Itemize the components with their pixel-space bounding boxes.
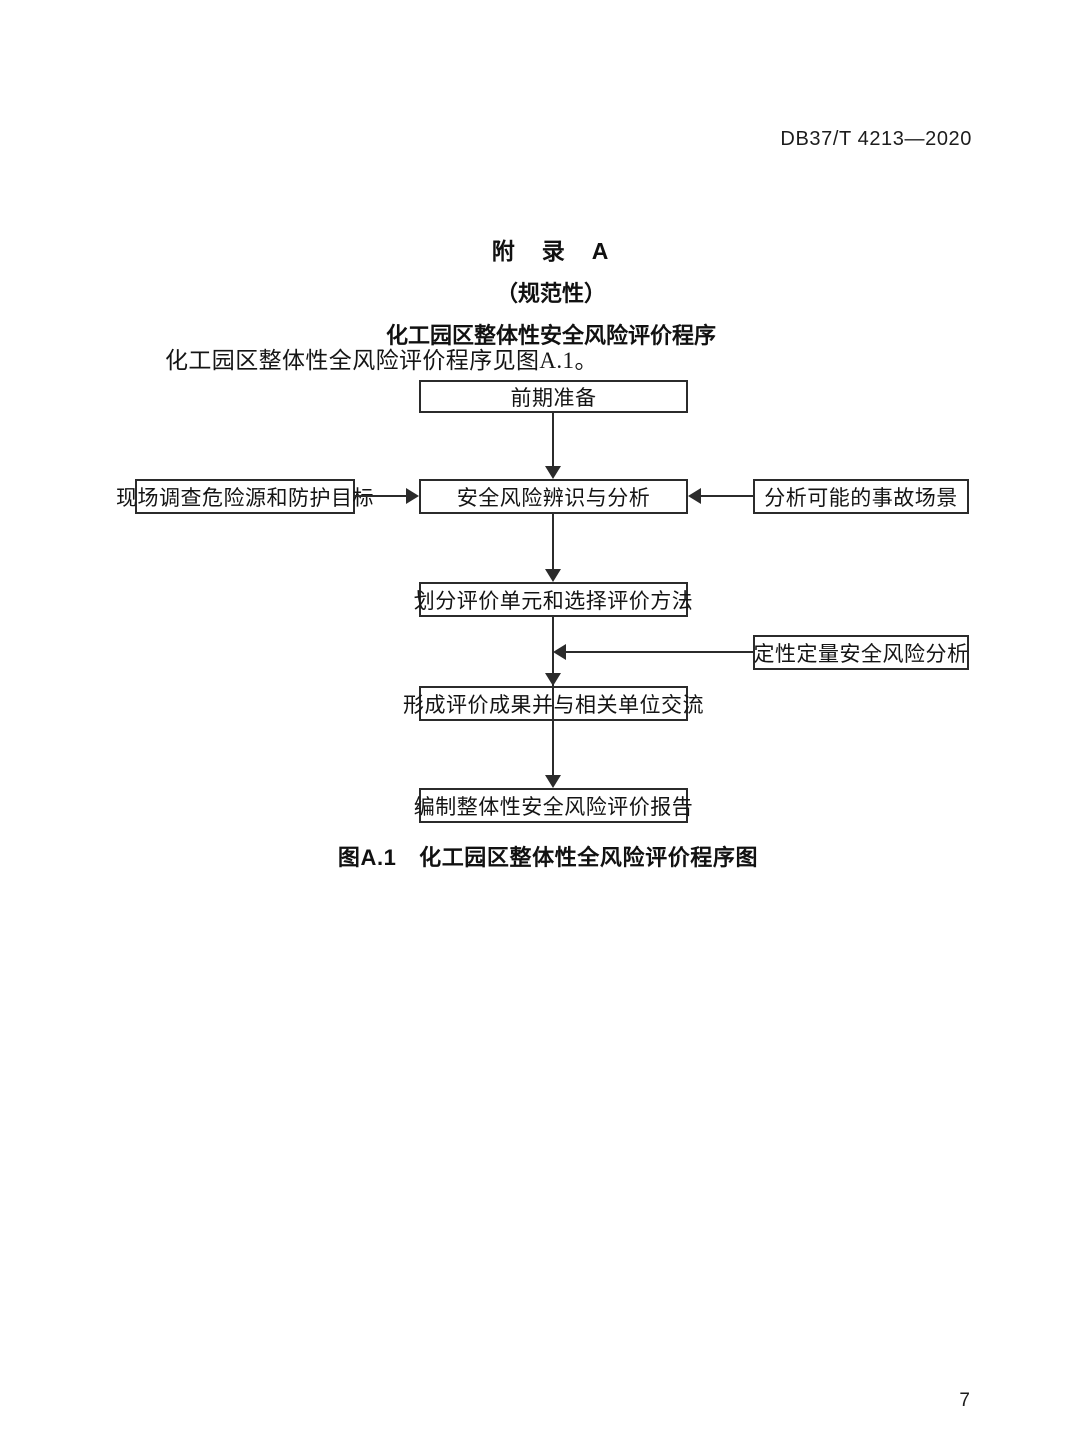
flow-node-site-survey: 现场调查危险源和防护目标 (116, 479, 374, 514)
flow-node-accident-scenario: 分析可能的事故场景 (753, 479, 969, 514)
page-number: 7 (959, 1390, 970, 1411)
flow-node-preparation: 前期准备 (419, 380, 688, 413)
flow-node-unit-method: 划分评价单元和选择评价方法 (414, 582, 693, 617)
flow-node-risk-identification: 安全风险辨识与分析 (419, 479, 688, 514)
connector-result-to-report (552, 721, 554, 775)
flow-node-qualitative-quantitative: 定性定量安全风险分析 (753, 635, 969, 670)
annex-kind: （规范性） (495, 281, 606, 306)
arrow-down-icon-result (545, 673, 561, 686)
connector-preparation-to-identification (552, 413, 554, 466)
connector-identification-to-unit (552, 514, 554, 569)
connector-quantitative-to-main (566, 651, 753, 653)
annex-label: 附 录 A (491, 238, 611, 264)
connector-scenario-to-identification (701, 495, 753, 497)
document-header-standard-id: DB37/T 4213—2020 (780, 128, 972, 150)
arrow-down-icon-preparation (545, 466, 561, 479)
arrow-right-icon-survey (406, 488, 419, 504)
connector-unit-to-result (552, 617, 554, 773)
connector-survey-to-identification (355, 495, 406, 497)
annex-title: 化工园区整体性安全风险评价程序 (385, 323, 716, 348)
arrow-left-icon-quantitative (553, 644, 566, 660)
annex-intro-paragraph: 化工园区整体性全风险评价程序见图A.1。 (165, 348, 598, 373)
arrow-down-icon-identification (545, 569, 561, 582)
flowchart-diagram: 前期准备 安全风险辨识与分析 划分评价单元和选择评价方法 形成评价成果并与相关单… (0, 370, 1080, 840)
arrow-left-icon-scenario (688, 488, 701, 504)
arrow-down-icon-report (545, 775, 561, 788)
annex-title-block: 附 录 A （规范性） 化工园区整体性安全风险评价程序 (0, 232, 1080, 350)
figure-caption: 图A.1 化工园区整体性全风险评价程序图 (337, 845, 759, 870)
flow-node-report: 编制整体性安全风险评价报告 (414, 788, 693, 823)
